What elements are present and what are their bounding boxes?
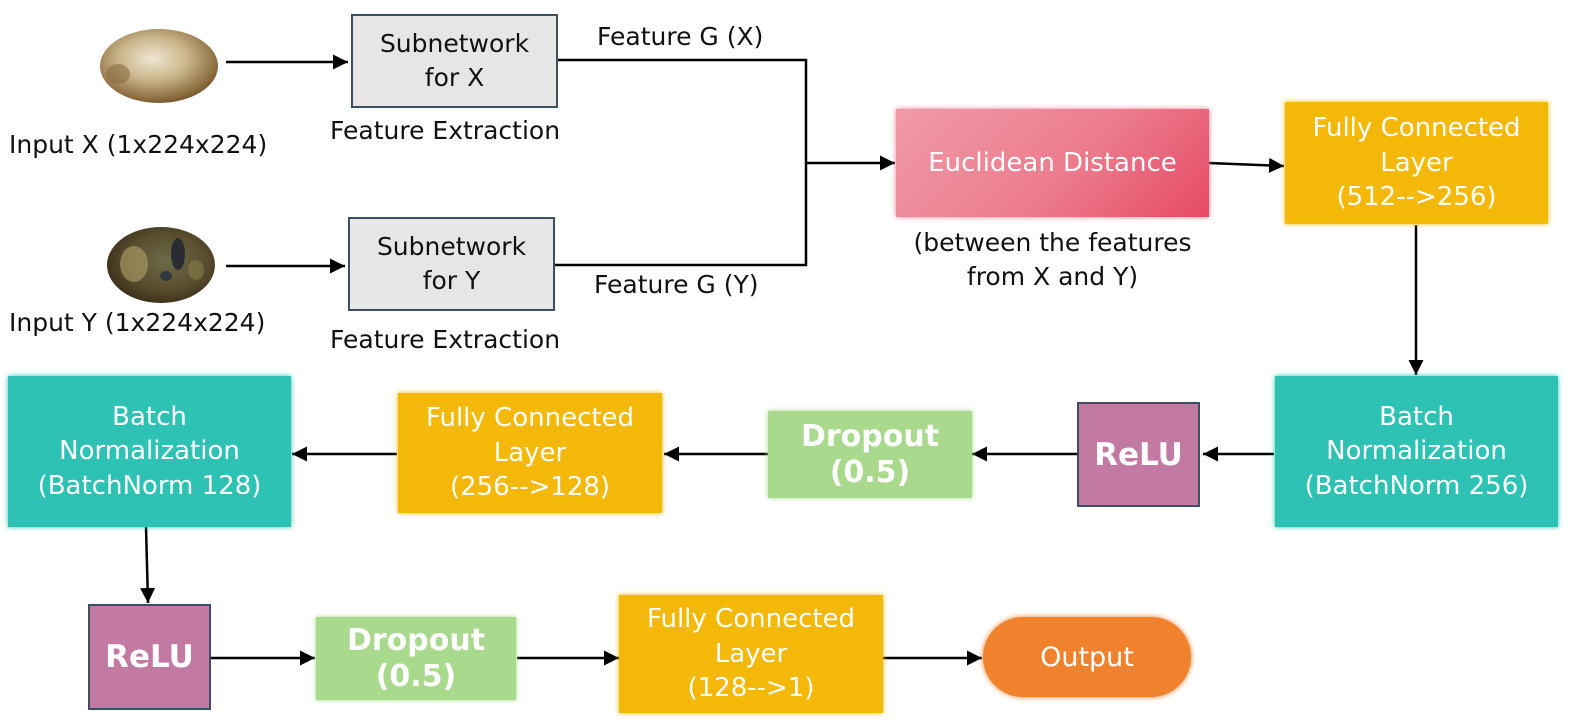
input-y-label: Input Y (1x224x224)	[9, 308, 266, 337]
fully-connected-layer-3-label: Fully Connected Layer (128-->1)	[646, 604, 856, 704]
subnetwork-x-box: Subnetwork for X	[351, 14, 558, 108]
connector-feature-gy	[555, 163, 808, 267]
relu-1-label: ReLU	[1094, 436, 1183, 473]
euclidean-distance-caption: (between the features from X and Y)	[913, 228, 1192, 291]
euclidean-distance-label: Euclidean Distance	[928, 148, 1177, 178]
subnetwork-x-caption: Feature Extraction	[330, 116, 561, 145]
fully-connected-layer-3-box: Fully Connected Layer (128-->1)	[619, 595, 883, 713]
arrow-bn2-to-relu2	[140, 526, 156, 604]
batch-normalization-2-label: Batch Normalization (BatchNorm 128)	[37, 401, 262, 501]
subnetwork-x-label: Subnetwork for X	[379, 28, 530, 93]
output-label: Output	[1040, 641, 1134, 673]
feature-gx-label: Feature G (X)	[597, 22, 764, 51]
relu-1-box: ReLU	[1077, 402, 1200, 507]
relu-2-label: ReLU	[105, 639, 194, 675]
fully-connected-layer-1-label: Fully Connected Layer (512-->256)	[1312, 113, 1521, 213]
relu-2-box: ReLU	[88, 604, 211, 710]
dropout-2-box: Dropout (0.5)	[316, 617, 516, 700]
dropout-1-box: Dropout (0.5)	[768, 411, 972, 498]
connector-feature-gx	[557, 58, 808, 163]
subnetwork-y-caption: Feature Extraction	[330, 325, 561, 354]
batch-normalization-2-box: Batch Normalization (BatchNorm 128)	[8, 376, 291, 527]
arrow-euclidean-to-fc1	[1208, 157, 1285, 173]
dropout-2-label: Dropout (0.5)	[346, 622, 486, 694]
subnetwork-y-label: Subnetwork for Y	[376, 231, 527, 296]
input-y-seed-image	[107, 227, 215, 303]
input-x-label: Input X (1x224x224)	[9, 130, 268, 159]
input-x-seed-image	[100, 29, 218, 103]
fully-connected-layer-2-label: Fully Connected Layer (256-->128)	[425, 403, 635, 503]
batch-normalization-1-box: Batch Normalization (BatchNorm 256)	[1275, 376, 1558, 527]
dropout-1-label: Dropout (0.5)	[800, 418, 940, 490]
batch-normalization-1-label: Batch Normalization (BatchNorm 256)	[1304, 401, 1529, 501]
feature-gy-label: Feature G (Y)	[594, 270, 759, 299]
fully-connected-layer-2-box: Fully Connected Layer (256-->128)	[398, 393, 662, 513]
fully-connected-layer-1-box: Fully Connected Layer (512-->256)	[1285, 102, 1548, 224]
euclidean-distance-box: Euclidean Distance	[896, 109, 1209, 217]
subnetwork-y-box: Subnetwork for Y	[348, 217, 555, 311]
output-box: Output	[983, 617, 1191, 697]
